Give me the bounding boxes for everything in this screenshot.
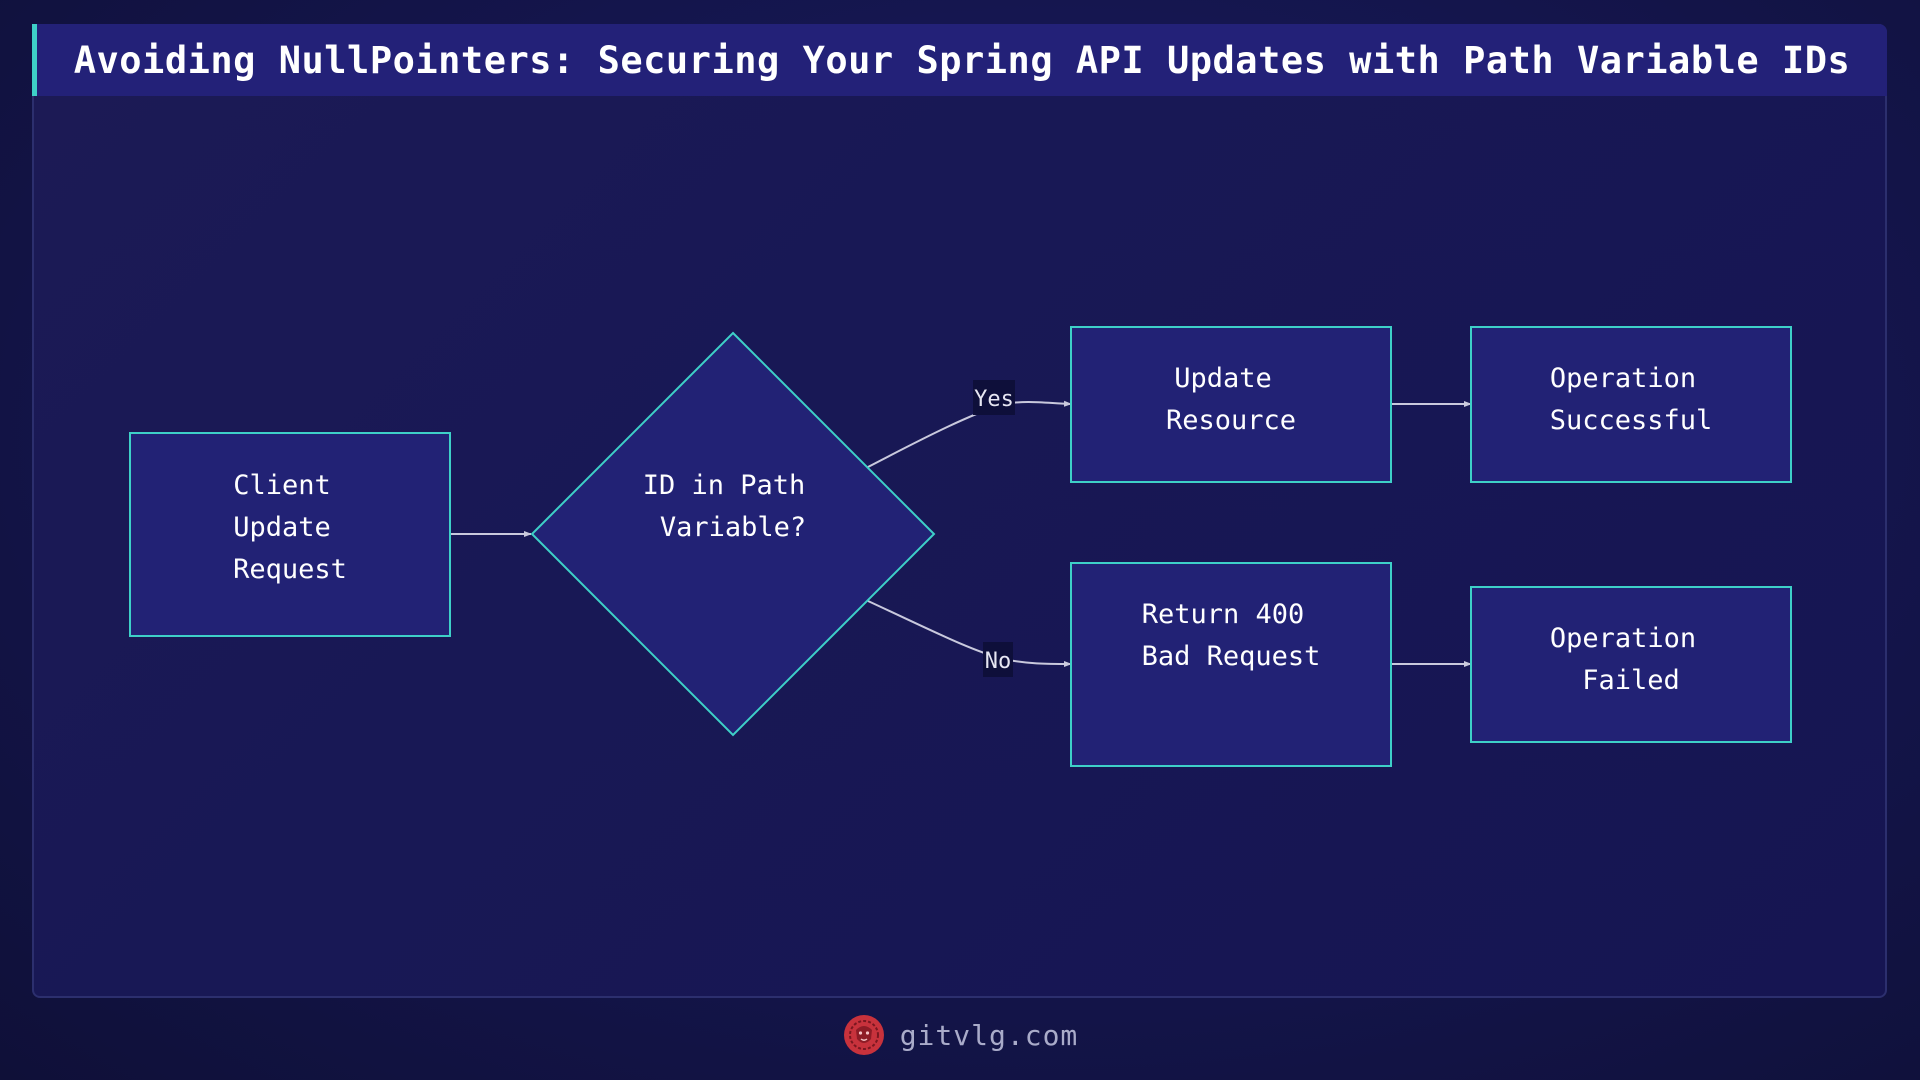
node-client-update-request: Client Update Request <box>129 432 451 637</box>
node-decision-line-1: ID in Path <box>643 470 806 501</box>
edge-label-yes-text: Yes <box>974 387 1014 412</box>
node-bad-request-line-2: Bad Request <box>1142 641 1321 672</box>
node-failed-line-1: Operation <box>1550 623 1696 654</box>
node-operation-successful: Operation Successful <box>1470 326 1792 483</box>
page-title: Avoiding NullPointers: Securing Your Spr… <box>73 38 1851 82</box>
node-bad-request-line-1: Return 400 <box>1142 599 1305 630</box>
title-bar: Avoiding NullPointers: Securing Your Spr… <box>32 24 1887 96</box>
node-update-line-2: Resource <box>1166 405 1296 436</box>
node-decision-id-in-path: ID in Path Variable? <box>530 331 936 737</box>
footer: gitvlg.com <box>0 1010 1920 1060</box>
footer-site-link[interactable]: gitvlg.com <box>899 1018 1079 1052</box>
edge-label-yes: Yes <box>973 380 1015 415</box>
edge-decision-to-bad-request <box>867 600 1072 667</box>
node-update-line-1: Update <box>1174 363 1272 394</box>
edge-label-no-text: No <box>985 649 1012 674</box>
edge-label-no: No <box>983 642 1013 677</box>
node-return-400-bad-request: Return 400 Bad Request <box>1070 562 1392 767</box>
node-client-line-2: Update <box>233 512 331 543</box>
lion-head-icon <box>843 1015 884 1055</box>
node-update-resource: Update Resource <box>1070 326 1392 483</box>
node-client-line-3: Request <box>233 554 347 585</box>
node-success-line-1: Operation <box>1550 363 1696 394</box>
node-failed-line-2: Failed <box>1582 665 1680 696</box>
node-operation-failed: Operation Failed <box>1470 586 1792 743</box>
edge-decision-to-update <box>867 400 1072 468</box>
node-success-line-2: Successful <box>1550 405 1713 436</box>
node-client-line-1: Client <box>233 470 331 501</box>
node-decision-line-2: Variable? <box>660 512 806 543</box>
